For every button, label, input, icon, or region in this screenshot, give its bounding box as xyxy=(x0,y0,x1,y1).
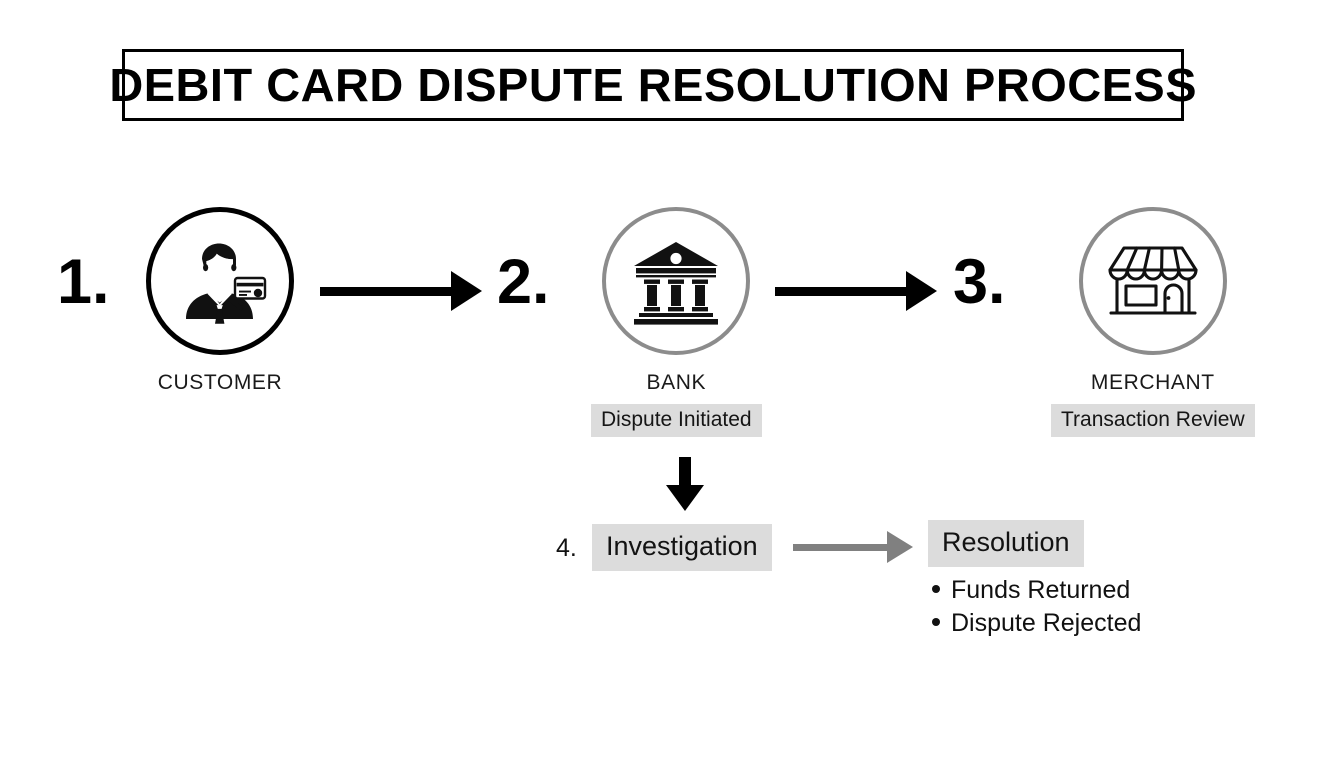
customer-with-card-icon xyxy=(186,243,267,324)
arrow-head xyxy=(666,485,704,511)
node-label-bank: BANK xyxy=(646,371,707,394)
arrow-customer-to-bank xyxy=(320,271,482,311)
list-item: Funds Returned xyxy=(932,574,1141,607)
storefront-icon xyxy=(1108,246,1198,315)
customer-circle xyxy=(146,207,294,355)
node-bank: BANK Dispute Initiated xyxy=(591,207,762,437)
arrow-shaft xyxy=(320,286,452,296)
title-banner: DEBIT CARD DISPUTE RESOLUTION PROCESS xyxy=(109,49,1196,121)
arrow-head xyxy=(451,271,482,311)
investigation-box: Investigation xyxy=(592,524,772,571)
arrow-investigation-to-resolution xyxy=(793,531,913,563)
merchant-circle xyxy=(1078,207,1227,355)
node-label-customer: CUSTOMER xyxy=(157,371,283,394)
step-number-1: 1. xyxy=(57,247,110,317)
arrow-shaft xyxy=(679,457,691,486)
outcome-label: Funds Returned xyxy=(951,576,1131,604)
arrow-head xyxy=(906,271,937,311)
bank-building-icon xyxy=(634,242,719,325)
bullet-icon xyxy=(932,585,940,593)
step-number-4: 4. xyxy=(556,534,577,562)
outcome-label: Dispute Rejected xyxy=(951,609,1142,638)
arrow-shaft xyxy=(793,543,888,551)
arrow-bank-to-investigation xyxy=(666,457,704,511)
arrow-head xyxy=(887,531,913,563)
arrow-shaft xyxy=(775,286,907,296)
bullet-icon xyxy=(932,618,940,627)
node-tag-merchant: Transaction Review xyxy=(1051,404,1255,437)
step-number-2: 2. xyxy=(497,247,550,317)
node-tag-bank: Dispute Initiated xyxy=(591,404,762,437)
arrow-bank-to-merchant xyxy=(775,271,937,311)
node-customer: CUSTOMER xyxy=(146,207,294,395)
node-merchant: MERCHANT Transaction Review xyxy=(1051,207,1255,437)
bank-circle xyxy=(602,207,751,355)
page-title: DEBIT CARD DISPUTE RESOLUTION PROCESS xyxy=(109,59,1197,111)
resolution-box: Resolution xyxy=(928,520,1084,567)
resolution-outcome-list: Funds Returned Dispute Rejected xyxy=(932,574,1141,641)
node-label-merchant: MERCHANT xyxy=(1090,371,1215,394)
step-number-3: 3. xyxy=(953,247,1006,317)
list-item: Dispute Rejected xyxy=(932,607,1141,640)
